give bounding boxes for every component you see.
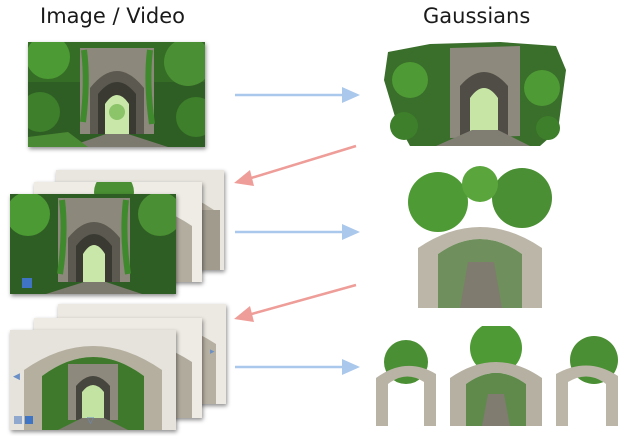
input-image-1 (28, 42, 205, 147)
svg-text:▸: ▸ (210, 347, 215, 357)
forward-arrow-1 (235, 87, 360, 103)
forward-arrow-2 (235, 224, 360, 240)
backward-arrow-2 (234, 283, 357, 322)
view-toggle-icon[interactable] (25, 416, 33, 424)
gaussian-splat-1 (380, 40, 570, 150)
chevron-down-icon[interactable]: ▽ (87, 416, 94, 426)
gaussians-header: Gaussians (423, 4, 531, 28)
backward-arrow-1 (234, 144, 357, 186)
image-video-header: Image / Video (40, 4, 186, 28)
gaussian-splat-2 (398, 162, 562, 312)
input-image-3: ◀ ▽ (10, 330, 176, 430)
chevron-left-icon[interactable]: ◀ (13, 372, 20, 382)
view-toggle-icon[interactable] (14, 416, 22, 424)
forward-arrow-3 (235, 359, 360, 375)
input-image-2 (10, 194, 176, 294)
gaussian-splat-3 (366, 326, 628, 430)
